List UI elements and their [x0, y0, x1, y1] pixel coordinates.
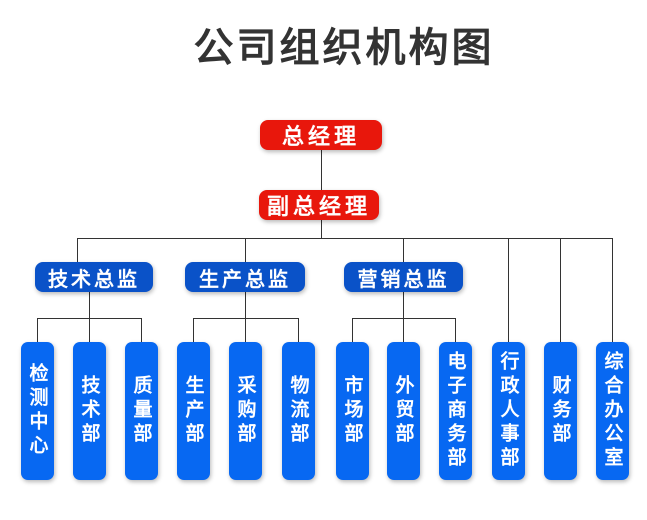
connector-line — [298, 318, 299, 342]
connector-line — [560, 238, 561, 342]
node-deputy-general-manager: 副总经理 — [259, 190, 379, 220]
connector-line — [352, 318, 456, 319]
node-dept-testing-center: 检测中心 — [20, 342, 54, 480]
connector-line — [403, 238, 404, 262]
connector-line — [612, 238, 613, 342]
node-director-marketing: 营销总监 — [344, 262, 463, 292]
connector-line — [89, 292, 90, 342]
connector-line — [77, 238, 78, 262]
connector-line — [508, 238, 509, 342]
node-dept-purchasing: 采购部 — [228, 342, 262, 480]
node-dept-logistics: 物流部 — [281, 342, 315, 480]
node-dept-general-office: 综合办公室 — [595, 342, 629, 480]
node-dept-quality: 质量部 — [124, 342, 158, 480]
connector-line — [321, 220, 322, 238]
node-dept-admin-hr: 行政人事部 — [491, 342, 525, 480]
page-title: 公司组织机构图 — [193, 25, 495, 71]
connector-line — [37, 318, 142, 319]
node-dept-marketing: 市场部 — [335, 342, 369, 480]
connector-line — [455, 318, 456, 342]
connector-line — [193, 318, 299, 319]
connector-line — [193, 318, 194, 342]
node-dept-finance: 财务部 — [543, 342, 577, 480]
node-director-technical: 技术总监 — [35, 262, 153, 292]
connector-line — [37, 318, 38, 342]
connector-line — [141, 318, 142, 342]
connector-line — [245, 238, 246, 262]
node-dept-ecommerce: 电子商务部 — [438, 342, 472, 480]
connector-line — [352, 318, 353, 342]
connector-line — [321, 150, 322, 190]
node-general-manager: 总经理 — [260, 120, 382, 150]
node-dept-foreign-trade: 外贸部 — [386, 342, 420, 480]
node-dept-technical: 技术部 — [72, 342, 106, 480]
connector-line — [77, 238, 613, 239]
node-dept-production: 生产部 — [176, 342, 210, 480]
node-director-production: 生产总监 — [185, 262, 305, 292]
connector-line — [403, 292, 404, 342]
connector-line — [245, 292, 246, 342]
